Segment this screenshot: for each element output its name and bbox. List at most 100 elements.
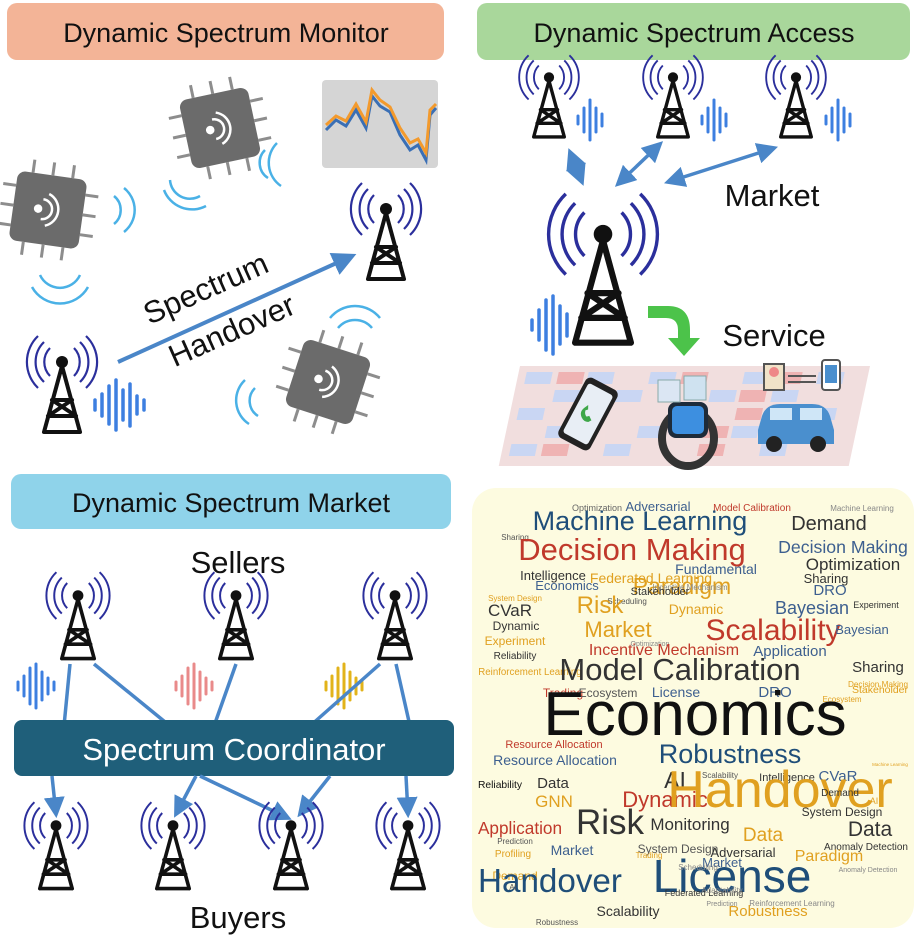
word-cloud-word: Monitoring	[650, 815, 729, 834]
word-cloud-word: Prediction	[706, 901, 737, 908]
word-cloud-word: Application	[478, 818, 562, 838]
word-cloud-word: Data	[537, 775, 569, 792]
tower-icon	[45, 571, 111, 661]
tower-icon	[23, 801, 89, 891]
handover-arrow	[117, 252, 357, 364]
word-cloud-word: Risk	[577, 592, 625, 619]
monitor-title: Dynamic Spectrum Monitor	[63, 18, 389, 48]
word-cloud-word: Prediction	[497, 837, 533, 846]
word-cloud-word: Paradigm	[795, 848, 863, 865]
word-cloud-word: Intelligence	[520, 568, 586, 583]
word-cloud-word: Incentive Mechanism	[589, 642, 739, 659]
chip-wifi-icon	[0, 154, 104, 266]
buyers-label: Buyers	[190, 900, 286, 935]
word-cloud-word: Scalability	[596, 903, 659, 919]
service-arrow-icon	[648, 306, 700, 356]
word-cloud-word: AI	[870, 796, 879, 806]
word-cloud-word: Handover	[478, 863, 622, 900]
word-cloud-word: Economics	[543, 680, 846, 749]
tower-icon	[518, 54, 580, 139]
smartphone-icon	[558, 377, 618, 451]
word-cloud-word: Stakeholder	[852, 684, 909, 696]
tower-icon	[140, 801, 206, 891]
signal-wave-icon	[16, 662, 56, 710]
word-cloud-word: Market	[702, 855, 742, 870]
signal-wave-icon	[576, 98, 852, 142]
word-cloud-word: Ecosystem	[579, 686, 638, 700]
word-cloud-word: Trading	[636, 851, 663, 860]
access-title: Dynamic Spectrum Access	[533, 18, 854, 48]
market-panel: Dynamic Spectrum Market Sellers Spectrum…	[11, 474, 454, 935]
word-cloud-word: Scalability	[705, 614, 840, 647]
word-cloud-word: Economics	[535, 578, 599, 593]
word-cloud-word: Adversarial	[625, 499, 690, 514]
word-cloud-word: Dynamic	[493, 619, 540, 633]
word-cloud-word: Market	[551, 842, 594, 858]
word-cloud-word: Experiment	[485, 634, 546, 648]
word-cloud-word: Decision Making	[778, 537, 908, 557]
word-cloud-word: Sharing	[804, 571, 849, 586]
word-cloud-word: Stakeholder	[631, 586, 690, 598]
word-cloud-word: Dynamic	[669, 601, 723, 617]
word-cloud-word: Experiment	[853, 600, 899, 610]
word-cloud-word: Adversarial	[710, 845, 775, 860]
market-arrows	[566, 141, 778, 187]
access-title-bg	[477, 3, 910, 60]
word-cloud-word: Demand	[791, 513, 867, 535]
tower-icon	[375, 801, 441, 891]
word-cloud-word: CVaR	[488, 601, 532, 620]
tower-icon	[203, 571, 269, 661]
word-cloud-word: Scheduling	[678, 863, 718, 872]
sellers-label: Sellers	[191, 545, 286, 580]
word-cloud-word: Ecosystem	[822, 695, 861, 704]
word-cloud-word: License	[653, 850, 812, 902]
word-cloud-word: Decision Making	[848, 680, 909, 689]
word-cloud-word: Machine Learning	[533, 506, 748, 536]
monitor-title-bg	[7, 3, 444, 60]
word-cloud-word: Application	[753, 643, 826, 660]
word-cloud-word: Reliability	[494, 651, 537, 662]
word-cloud-word: Profiling	[495, 849, 531, 860]
word-cloud-word: Machine Learning	[830, 504, 894, 513]
smartwatch-icon	[657, 375, 718, 470]
tower-icon	[349, 181, 423, 281]
market-title: Dynamic Spectrum Market	[72, 488, 391, 518]
word-cloud-word: GNN	[535, 792, 573, 811]
word-cloud-word: Federated Learning	[665, 888, 744, 898]
signal-wave-icon	[174, 662, 214, 710]
word-cloud-word: System Design	[802, 805, 883, 819]
word-cloud-word: Anomaly Detection	[839, 867, 898, 874]
word-cloud-word: System Design	[638, 842, 719, 856]
word-cloud-word: Dynamic	[622, 787, 708, 812]
market-label: Market	[725, 178, 820, 213]
signal-wave-icon	[324, 662, 364, 710]
word-cloud-word: Reinforcement Learning	[749, 899, 834, 908]
word-cloud-word: Risk	[576, 803, 645, 842]
word-cloud-word: Resource Allocation	[505, 739, 602, 751]
word-cloud-word: Machine Learning	[872, 762, 908, 767]
word-cloud-word: System Design	[488, 594, 542, 603]
access-panel: Dynamic Spectrum Access Market Service	[477, 3, 910, 470]
word-cloud-word: DRO	[758, 684, 791, 701]
word-cloud-word: AI	[509, 883, 517, 892]
word-cloud-word: Optimization	[572, 503, 622, 513]
tower-icon	[362, 571, 428, 661]
monitor-panel: Dynamic Spectrum Monitor	[0, 3, 444, 444]
word-cloud-word: Decision Making	[518, 532, 745, 567]
word-cloud-bg	[472, 488, 914, 928]
chip-wifi-icon	[266, 320, 390, 444]
word-cloud-word: Sharing	[852, 659, 904, 676]
buyer-arrows	[43, 774, 418, 821]
signal-wave-icon	[530, 294, 569, 356]
word-cloud-word: Fundamental	[675, 561, 757, 577]
coordinator-label: Spectrum Coordinator	[82, 732, 385, 767]
word-cloud-word: Resource Allocation	[493, 752, 617, 768]
word-cloud-word: Robustness	[659, 739, 802, 769]
word-cloud-word: Robustness	[728, 903, 807, 920]
tower-icon	[765, 54, 827, 139]
word-cloud-word: AI	[664, 767, 686, 793]
word-cloud-word: Sharing	[501, 533, 529, 542]
word-cloud-word: Optimization	[631, 641, 670, 648]
word-cloud-word: Anomaly Detection	[824, 842, 908, 853]
